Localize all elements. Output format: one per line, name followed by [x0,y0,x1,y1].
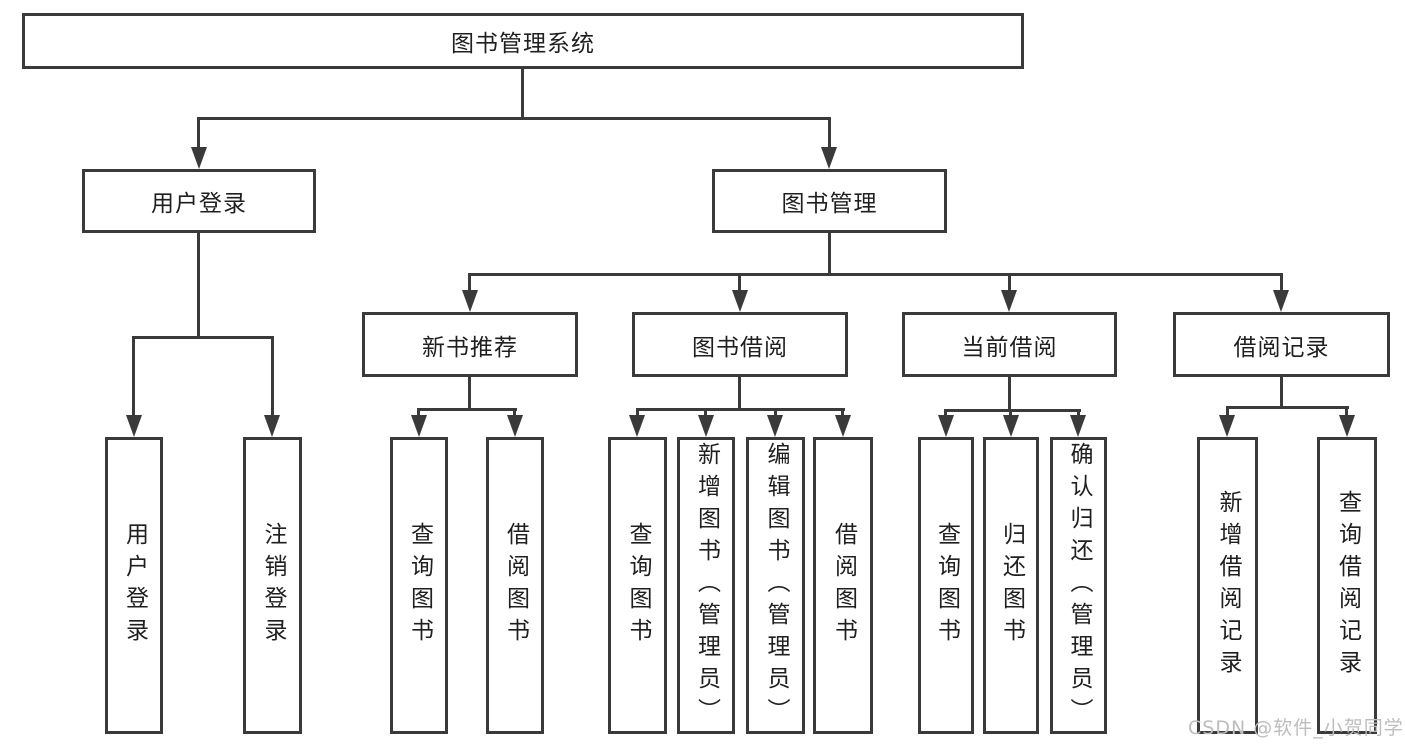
leaf-records-query-borrow-record: 查询借阅记录 [1317,437,1377,734]
leaf-logout: 注销登录 [243,437,302,734]
arrow-down-icon [1001,290,1017,312]
node-label: 图书管理系统 [451,31,595,57]
connector-stub [1009,409,1012,418]
arrow-down-icon [629,415,645,437]
arrow-down-icon [767,415,783,437]
node-label: 确认归还（管理员） [1066,441,1092,730]
node-current-borrowing: 当前借阅 [902,312,1117,377]
connector-level3-rail [468,273,1282,276]
node-new-book-recommend: 新书推荐 [362,312,578,377]
arrow-down-icon [1339,415,1355,437]
connector-user-login-rail [132,336,274,339]
arrow-down-icon [507,415,523,437]
connector-user-login-drop [197,233,200,339]
connector-level2-rail [197,117,831,120]
node-label: 查询图书 [933,521,960,650]
connector-stub [704,408,707,418]
connector-stub [841,408,844,418]
connector-stub [1077,409,1080,418]
connector-stub [513,408,516,418]
node-label: 用户登录 [151,191,247,217]
arrow-down-icon [1273,290,1289,312]
leaf-borrowing-borrow-books: 借阅图书 [813,437,873,734]
connector-borrowing-records-rail [1226,406,1349,409]
node-label: 查询图书 [625,521,651,650]
arrow-down-icon [1070,415,1086,437]
node-label: 归还图书 [998,521,1025,650]
connector-stub-leaf-user-login [132,336,135,418]
arrow-down-icon [126,415,142,437]
leaf-borrowing-edit-books-admin: 编辑图书（管理员） [746,437,805,734]
csdn-watermark: CSDN @软件_小贺同学 [1188,717,1404,739]
leaf-recommend-query-books: 查询图书 [390,437,448,734]
connector-stub-leaf-logout [271,336,274,418]
node-label: 用户登录 [121,521,148,650]
arrow-down-icon [462,290,478,312]
connector-stub-book-borrowing [738,273,741,295]
connector-root-drop [521,69,524,120]
connector-current-borrowing-drop [1008,377,1011,412]
connector-stub-borrowing-records [1280,273,1283,295]
arrow-down-icon [411,415,427,437]
connector-stub-book-management [828,117,831,150]
node-label: 查询图书 [406,521,433,650]
connector-new-book-recommend-drop [468,377,471,411]
arrow-down-icon [698,415,714,437]
leaf-user-login: 用户登录 [105,437,163,734]
arrow-down-icon [1003,415,1019,437]
node-label: 借阅图书 [830,521,857,650]
arrow-down-icon [821,147,837,169]
connector-stub [944,409,947,418]
node-label: 当前借阅 [961,334,1058,361]
node-root-library-management-system: 图书管理系统 [22,13,1024,69]
node-label: 新书推荐 [422,334,518,361]
connector-current-borrowing-rail [944,409,1081,412]
connector-stub [774,408,777,418]
connector-stub [1226,406,1229,418]
node-label: 图书管理 [781,191,878,217]
node-label: 借阅图书 [502,521,529,650]
node-book-borrowing: 图书借阅 [632,312,848,377]
connector-borrowing-records-drop [1280,377,1283,409]
arrow-down-icon [264,415,280,437]
leaf-recommend-borrow-books: 借阅图书 [486,437,544,734]
arrow-down-icon [835,415,851,437]
connector-book-borrowing-rail [636,408,845,411]
arrow-down-icon [732,290,748,312]
node-book-management: 图书管理 [712,169,947,233]
connector-stub-user-login [197,117,200,150]
connector-stub-current-borrowing [1008,273,1011,295]
connector-book-management-drop [828,233,831,276]
arrow-down-icon [1219,415,1235,437]
connector-stub [417,408,420,418]
connector-stub-new-book-recommend [468,273,471,295]
node-label: 编辑图书（管理员） [763,441,789,730]
node-label: 注销登录 [260,521,286,650]
connector-new-book-recommend-rail [417,408,517,411]
node-label: 新增借阅记录 [1215,489,1241,682]
node-label: 图书借阅 [692,334,788,361]
node-borrowing-records: 借阅记录 [1173,312,1390,377]
leaf-records-add-borrow-record: 新增借阅记录 [1197,437,1258,734]
leaf-current-return-books: 归还图书 [983,437,1039,734]
connector-book-borrowing-drop [738,377,741,411]
leaf-borrowing-query-books: 查询图书 [608,437,667,734]
connector-stub [1345,406,1348,418]
connector-stub [636,408,639,418]
node-label: 新增图书（管理员） [693,441,720,730]
leaf-current-query-books: 查询图书 [918,437,974,734]
arrow-down-icon [938,415,954,437]
node-user-login: 用户登录 [82,169,316,233]
leaf-borrowing-add-books-admin: 新增图书（管理员） [677,437,735,734]
arrow-down-icon [191,147,207,169]
leaf-current-confirm-return-admin: 确认归还（管理员） [1050,437,1107,734]
node-label: 查询借阅记录 [1334,489,1361,682]
node-label: 借阅记录 [1233,334,1330,361]
